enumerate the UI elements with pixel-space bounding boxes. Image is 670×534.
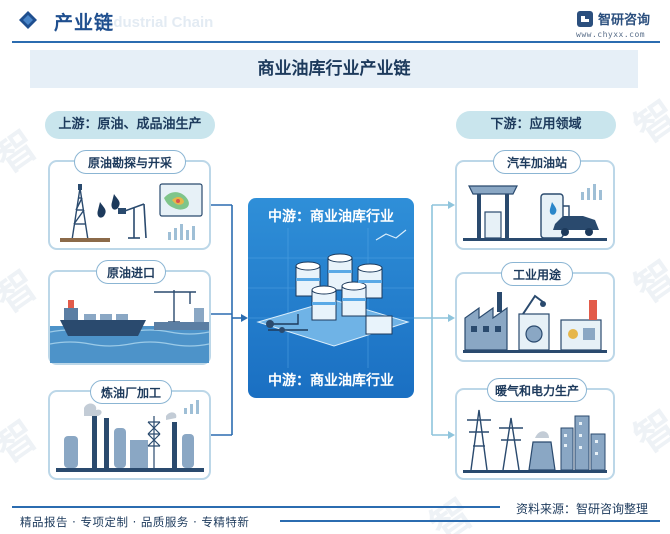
midstream-box: 中游：商业油库行业 [248, 198, 414, 398]
upstream-box-exploration: 原油勘探与开采 [48, 160, 211, 250]
midstream-title-top: 中游：商业油库行业 [248, 206, 414, 226]
footer-tagline: 精品报告 · 专项定制 · 品质服务 · 专精特新 [20, 514, 249, 530]
downstream-box-power: 暖气和电力生产 [455, 388, 615, 480]
arrow-head-icon [448, 431, 455, 439]
box-label: 工业用途 [501, 262, 573, 286]
box-label: 暖气和电力生产 [487, 378, 587, 402]
box-label: 原油勘探与开采 [74, 150, 186, 174]
arrow-head-icon [448, 201, 455, 209]
oil-tanker-icon [50, 272, 209, 363]
downstream-box-industrial: 工业用途 [455, 272, 615, 362]
midstream-title-bottom: 中游：商业油库行业 [248, 370, 414, 390]
power-plant-icon [457, 390, 613, 478]
footer-divider [12, 506, 500, 508]
arrow-head-icon [241, 314, 248, 322]
source-note: 资料来源：智研咨询整理 [516, 500, 648, 517]
upstream-box-import: 原油进口 [48, 270, 211, 365]
footer-divider [280, 520, 660, 522]
downstream-box-gas-station: 汽车加油站 [455, 160, 615, 250]
downstream-label: 下游：应用领域 [456, 111, 616, 139]
upstream-label: 上游：原油、成品油生产 [45, 111, 215, 139]
box-label: 炼油厂加工 [90, 380, 172, 404]
box-label: 原油进口 [96, 260, 166, 284]
upstream-box-refinery: 炼油厂加工 [48, 390, 211, 480]
arrow-head-icon [448, 314, 455, 322]
box-label: 汽车加油站 [493, 150, 581, 174]
oil-depot-icon [248, 228, 414, 368]
